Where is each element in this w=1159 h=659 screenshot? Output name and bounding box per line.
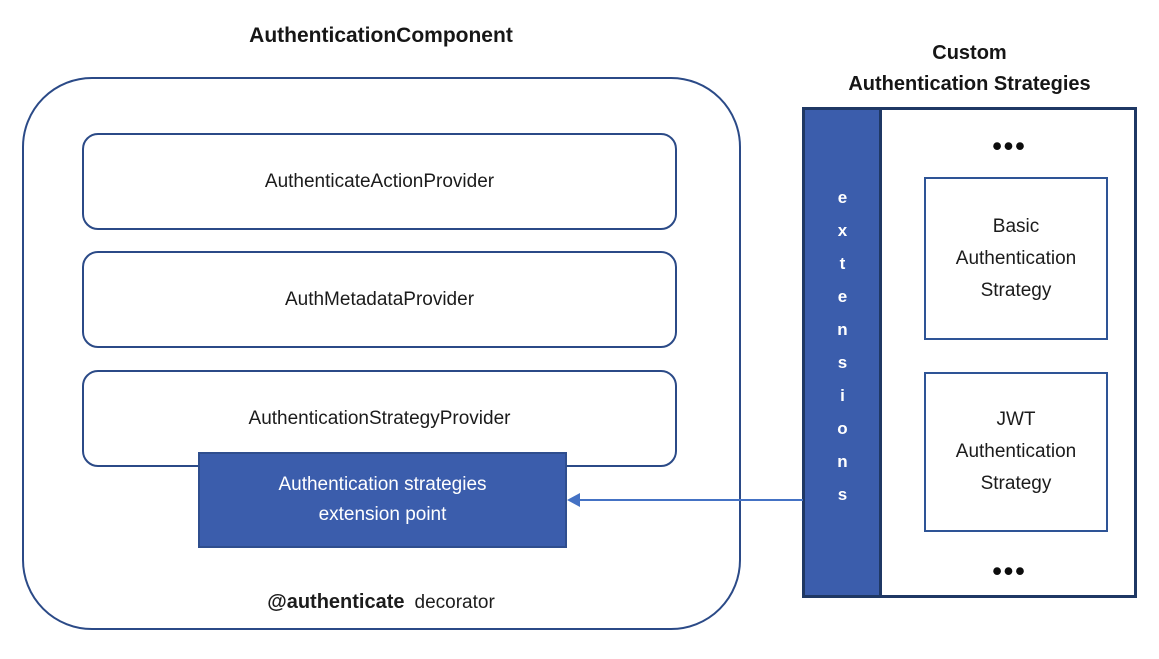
authentication-strategy-provider-label: AuthenticationStrategyProvider [248, 407, 511, 429]
ellipsis-bottom: ••• [992, 556, 1027, 586]
jwt-strategy-line2: Authentication [955, 441, 1077, 462]
auth-metadata-provider-box: AuthMetadataProvider [82, 251, 677, 348]
custom-strategies-title: Custom Authentication Strategies [795, 38, 1144, 100]
basic-strategy-line3: Strategy [980, 279, 1052, 301]
extensions-bar: extensions [802, 107, 882, 598]
basic-strategy-line2: Authentication [955, 247, 1077, 269]
decorator-name: @authenticate [267, 591, 405, 613]
authentication-component-container [22, 77, 741, 630]
ellipsis-top: ••• [992, 131, 1027, 161]
jwt-strategy-line1: JWT [996, 409, 1036, 430]
auth-metadata-provider-label: AuthMetadataProvider [284, 288, 475, 310]
decorator-suffix: decorator [414, 592, 495, 613]
authentication-component-title: AuthenticationComponent [249, 24, 513, 47]
extension-arrow-line [579, 499, 803, 501]
extensions-bar-label: extensions [833, 187, 852, 518]
extension-point-box: Authentication strategies extension poin… [198, 452, 567, 548]
basic-strategy-line1: Basic [992, 215, 1040, 237]
authenticate-action-provider-label: AuthenticateActionProvider [264, 170, 495, 192]
authenticate-action-provider-box: AuthenticateActionProvider [82, 133, 677, 230]
basic-authentication-strategy-box: Basic Authentication Strategy [924, 177, 1108, 340]
extension-arrow-head-icon [567, 493, 580, 507]
custom-strategies-title-line2: Authentication Strategies [848, 73, 1091, 95]
jwt-authentication-strategy-box: JWT Authentication Strategy [924, 372, 1108, 532]
jwt-strategy-line3: Strategy [980, 473, 1052, 494]
custom-strategies-title-line1: Custom [932, 42, 1007, 64]
extension-point-line2: extension point [318, 504, 447, 525]
extension-point-line1: Authentication strategies [278, 474, 487, 495]
decorator-caption: @authenticate decorator [22, 591, 740, 614]
